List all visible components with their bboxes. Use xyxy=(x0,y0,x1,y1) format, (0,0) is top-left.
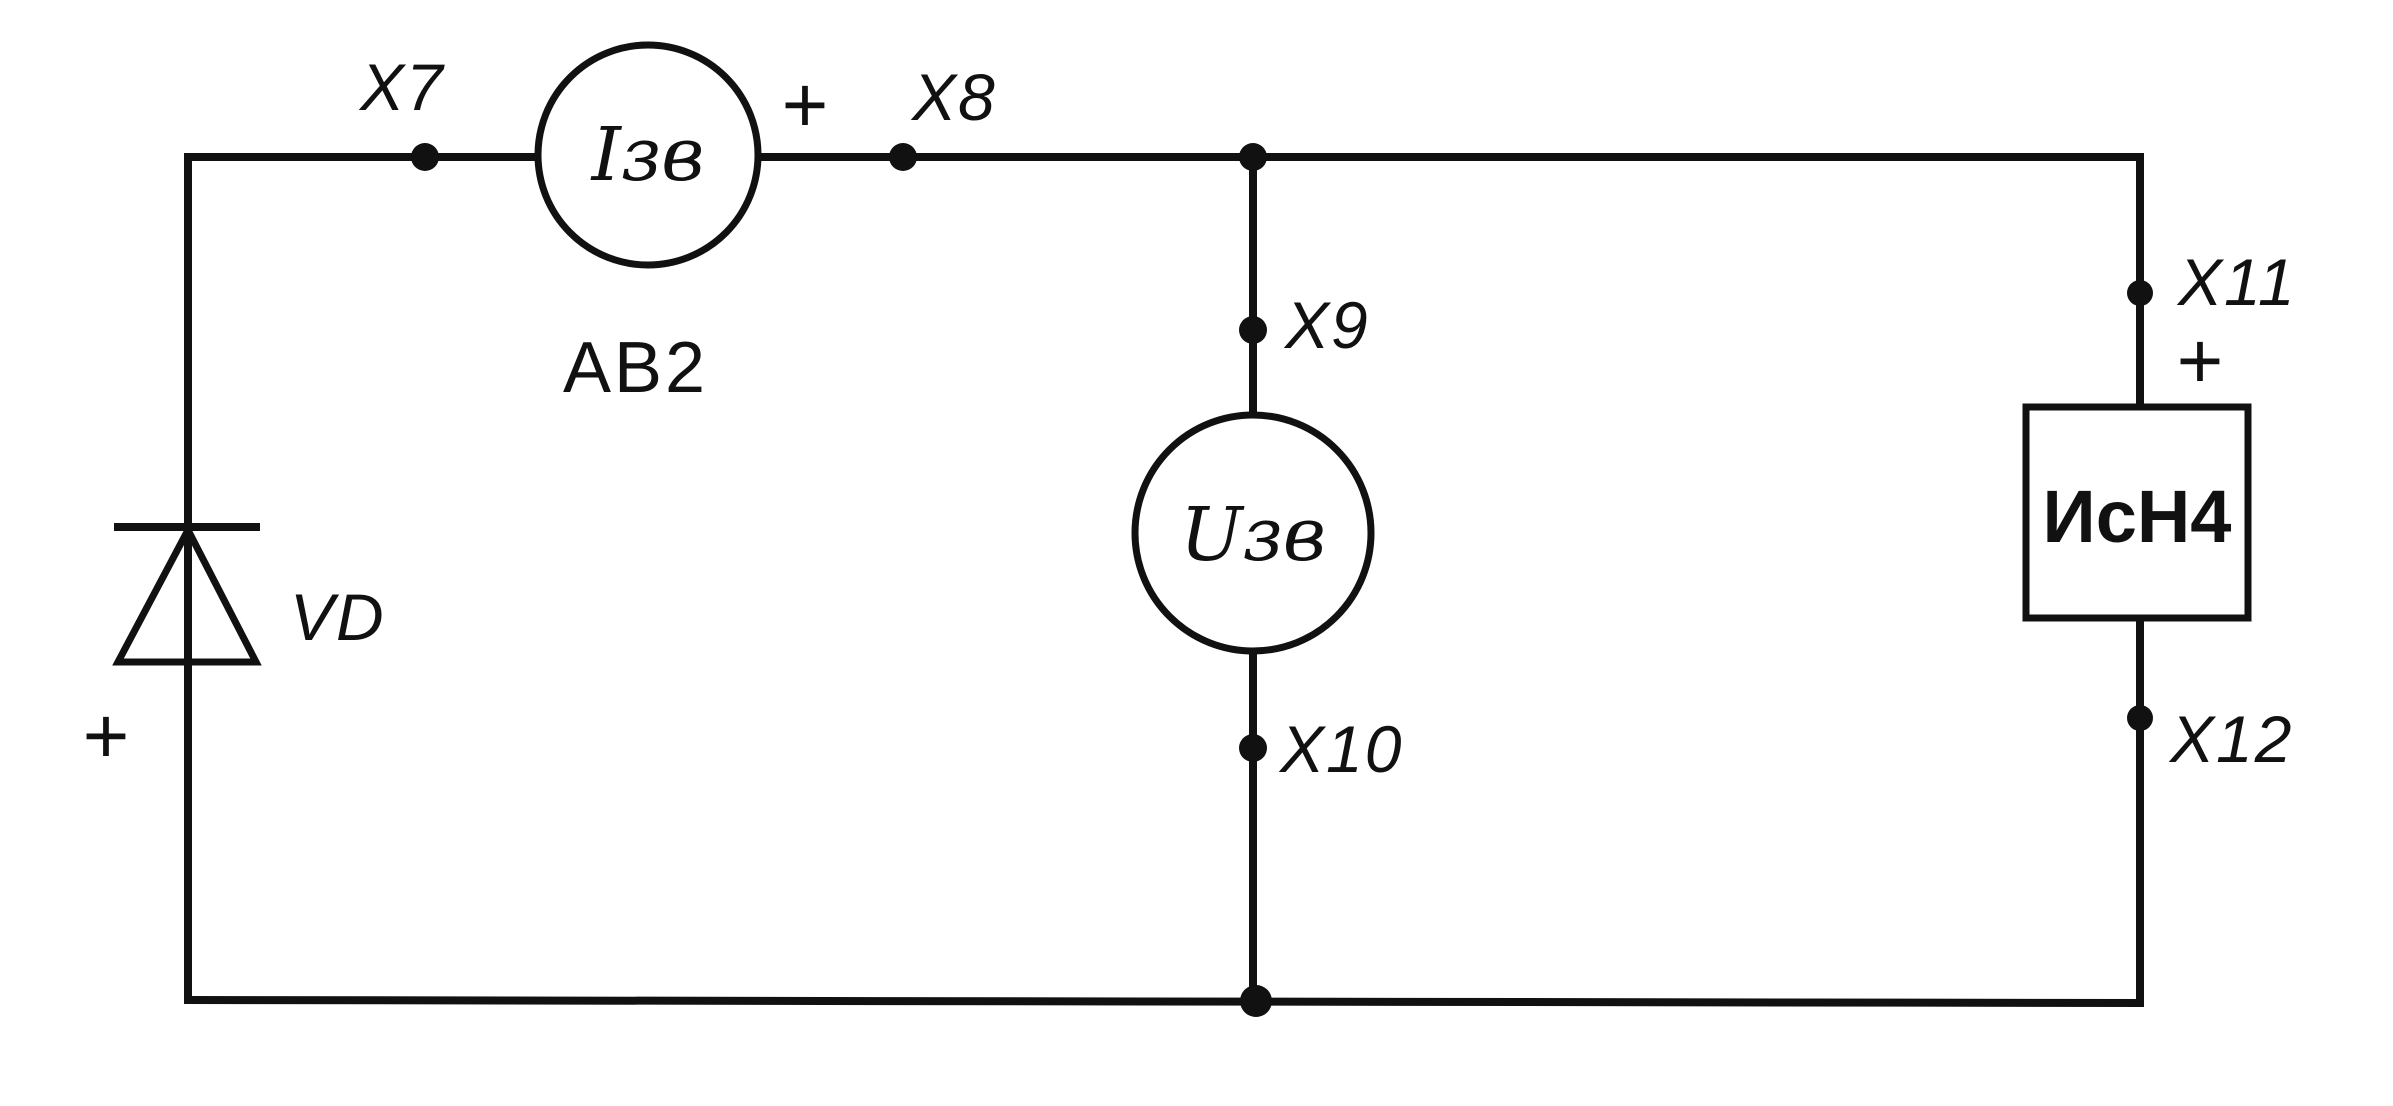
label-x12: X12 xyxy=(2168,702,2293,776)
label-x11: X11 xyxy=(2176,245,2297,319)
node-x7 xyxy=(411,143,439,171)
voltmeter: Uзв xyxy=(1131,411,1375,655)
terminal-labels: X7 X8 X9 X10 X11 X12 xyxy=(358,50,2297,786)
node-x9 xyxy=(1239,316,1267,344)
source-label: ИсН4 xyxy=(2043,475,2232,558)
ammeter-designator: АВ2 xyxy=(563,328,708,408)
node-junction-top xyxy=(1239,143,1267,171)
diode-designator: VD xyxy=(290,580,386,654)
label-x10: X10 xyxy=(1278,712,1403,786)
diode-plus-sign: + xyxy=(83,691,130,780)
source-box: ИсН4 xyxy=(2022,403,2252,622)
wire-bottom xyxy=(183,995,2145,1008)
node-x10 xyxy=(1239,734,1267,762)
label-x7: X7 xyxy=(358,50,445,124)
node-x8 xyxy=(889,143,917,171)
voltmeter-symbol: Uзв xyxy=(1180,492,1326,578)
label-x8: X8 xyxy=(910,60,997,134)
voltmeter-circle xyxy=(1131,411,1375,655)
ammeter: Iзв xyxy=(534,41,762,269)
ammeter-plus-sign: + xyxy=(782,60,829,149)
source-plus-sign: + xyxy=(2177,316,2224,405)
ammeter-circle xyxy=(534,41,762,269)
node-junction-bottom xyxy=(1240,985,1272,1017)
node-x12 xyxy=(2127,705,2153,731)
terminal-nodes xyxy=(411,143,2153,1017)
source-rect xyxy=(2022,403,2252,622)
node-x11 xyxy=(2127,280,2153,306)
diode xyxy=(112,521,262,669)
label-x9: X9 xyxy=(1283,288,1370,362)
ammeter-symbol: Iзв xyxy=(590,112,705,198)
